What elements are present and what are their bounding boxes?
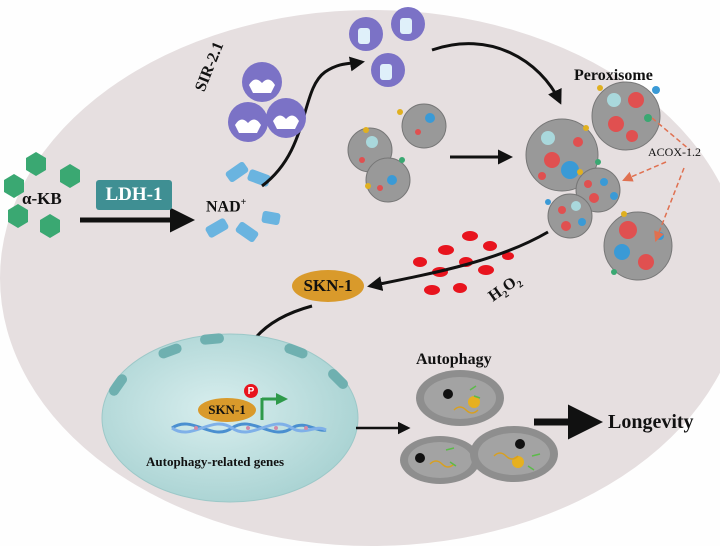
nuclear-pore-segments (108, 333, 348, 396)
nad-superscript: + (240, 197, 247, 208)
akb-label: α-KB (22, 189, 62, 208)
autophagosome-cluster (400, 370, 558, 484)
h2o2-droplet-cluster (413, 231, 514, 295)
skn1-label: SKN-1 (303, 276, 353, 295)
akb-hexagon-cluster (4, 152, 80, 238)
ldh1-label: LDH-1 (105, 184, 163, 205)
phospho-label: P (247, 385, 255, 397)
ldh1-enzyme-box: LDH-1 (96, 180, 172, 210)
sir-to-peroxisome-arrow (431, 42, 562, 105)
nad-to-sir-arrow (261, 56, 365, 188)
peroxisome-label: Peroxisome (574, 67, 653, 84)
skn1-nuclear-badge: SKN-1 (198, 398, 256, 422)
dna-double-helix (171, 422, 327, 434)
large-peroxisome-cluster (525, 81, 673, 281)
genes-label: Autophagy-related genes (146, 454, 285, 469)
acox-dashed-arrows (622, 117, 691, 242)
nad-text: NAD (206, 198, 241, 216)
sir21-nad-complex-cluster (349, 7, 425, 87)
longevity-label: Longevity (608, 411, 694, 433)
transcription-start-icon (260, 393, 288, 420)
phosphorylation-badge: P (244, 384, 258, 398)
h2o2-to-skn1-arrow (367, 230, 549, 292)
autophagy-label: Autophagy (416, 351, 492, 368)
dna-binding-marks (194, 426, 308, 430)
skn1-nuclear-label: SKN-1 (208, 402, 246, 417)
skn1-cytoplasm-badge: SKN-1 (292, 270, 364, 302)
acox-label: ACOX-1.2 (648, 145, 701, 159)
nad-label: NAD+ (206, 198, 246, 215)
sir21-protein-cluster (228, 62, 306, 142)
small-peroxisome-cluster (347, 103, 447, 203)
